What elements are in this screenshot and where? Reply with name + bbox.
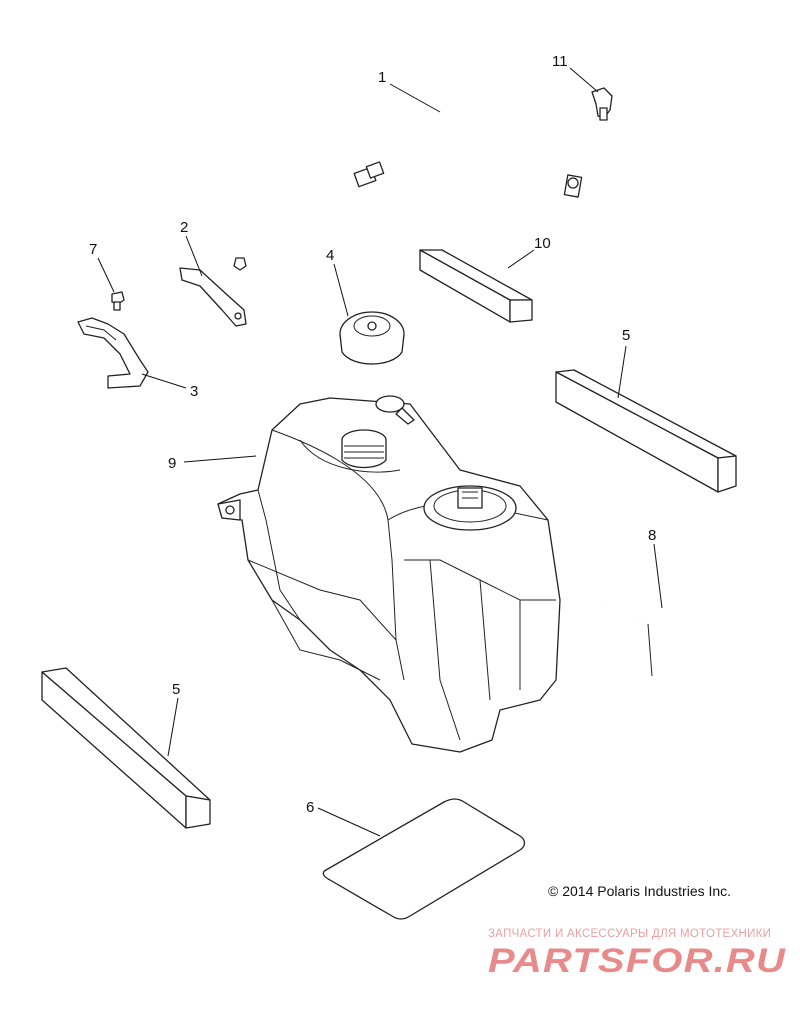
- callout-5-lower: 5: [172, 681, 180, 698]
- callout-3: 3: [190, 383, 198, 400]
- callout-11: 11: [552, 53, 568, 70]
- part-foam-strip-small: [419, 249, 533, 323]
- part-bracket-2: [179, 257, 247, 327]
- part-fuel-tank: [217, 395, 561, 753]
- part-foam-strip-upper: [555, 369, 737, 493]
- callout-labels: 1 11 7 2 4 10 5 3 9 8 5 6: [89, 53, 656, 816]
- callout-8: 8: [648, 527, 656, 544]
- callout-9: 9: [168, 455, 176, 472]
- svg-text:PARTSFOR.RU: PARTSFOR.RU: [488, 942, 787, 980]
- part-bolt: [111, 291, 125, 311]
- callout-4: 4: [326, 247, 334, 264]
- callout-2: 2: [180, 219, 188, 236]
- callout-1: 1: [378, 69, 386, 86]
- callout-6: 6: [306, 799, 314, 816]
- callout-10: 10: [534, 235, 551, 252]
- callout-5-upper: 5: [622, 327, 630, 344]
- part-fuel-cap: [339, 311, 405, 365]
- part-bracket-3: [77, 317, 149, 389]
- part-clip: [591, 87, 613, 121]
- watermark-logo: PARTSFOR.RU: [488, 942, 787, 980]
- part-foam-strip-lower: [41, 667, 211, 829]
- copyright-notice: © 2014 Polaris Industries Inc.: [548, 883, 732, 899]
- part-strap: [607, 589, 755, 809]
- watermark-tagline: ЗАПЧАСТИ И АКСЕССУАРЫ ДЛЯ МОТОТЕХНИКИ: [488, 928, 772, 940]
- leader-lines: [97, 67, 663, 837]
- part-pad: [322, 798, 526, 920]
- callout-7: 7: [89, 241, 97, 258]
- part-fuel-hose: [353, 100, 583, 198]
